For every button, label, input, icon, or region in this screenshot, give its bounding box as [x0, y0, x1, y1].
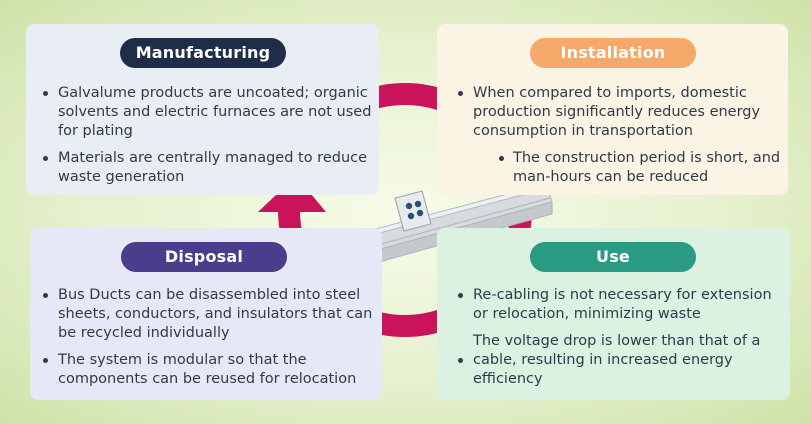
installation-bullet: When compared to imports, domestic produ…	[455, 84, 785, 141]
manufacturing-bullet: Galvalume products are uncoated; organic…	[40, 84, 372, 141]
disposal-bullet: The system is modular so that the compon…	[40, 351, 380, 389]
manufacturing-bullet: Materials are centrally managed to reduc…	[40, 149, 372, 187]
use-panel: Use Re-cabling is not necessary for exte…	[437, 228, 790, 400]
use-title: Use	[530, 242, 696, 272]
use-bullet: The voltage drop is lower than that of a…	[455, 332, 787, 389]
disposal-panel: Disposal Bus Ducts can be disassembled i…	[30, 228, 382, 400]
use-bullet: Re-cabling is not necessary for extensio…	[455, 286, 787, 324]
installation-title: Installation	[530, 38, 696, 68]
installation-bullet: The construction period is short, and ma…	[455, 149, 785, 187]
installation-panel: Installation When compared to imports, d…	[437, 24, 788, 195]
disposal-title: Disposal	[121, 242, 287, 272]
disposal-bullet: Bus Ducts can be disassembled into steel…	[40, 286, 380, 343]
manufacturing-title: Manufacturing	[120, 38, 286, 68]
manufacturing-panel: Manufacturing Galvalume products are unc…	[26, 24, 379, 195]
